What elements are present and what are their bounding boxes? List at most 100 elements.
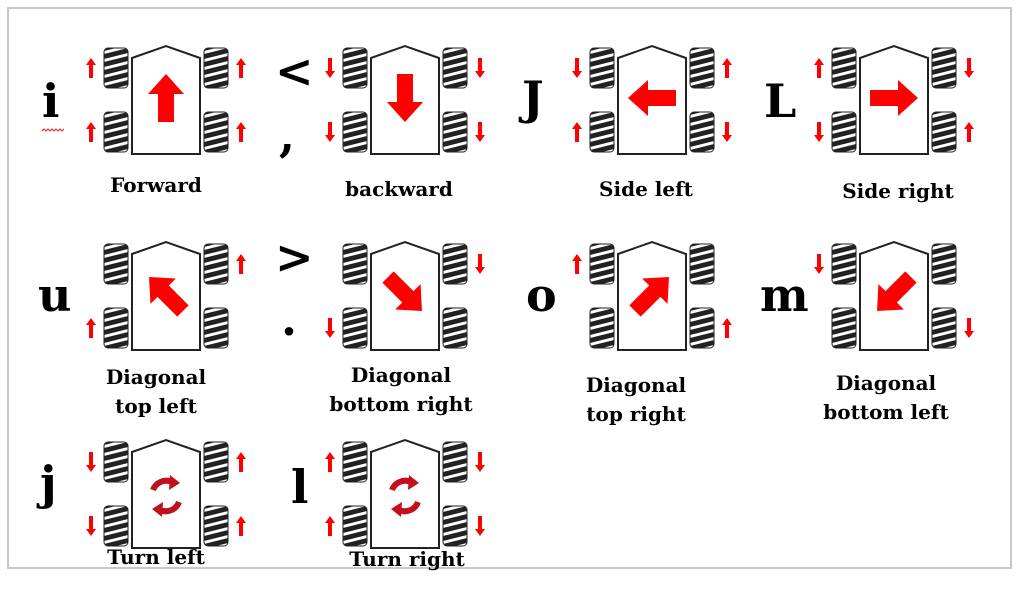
- key-label-alt: .: [281, 292, 298, 346]
- key-label: L: [764, 74, 797, 128]
- robot-chassis-icon: [804, 236, 984, 356]
- wheel-rear-right: [689, 307, 715, 349]
- diagram-diagonal-bottom-right: > . Diagonal bottom right: [275, 230, 505, 416]
- wheel-rear-left: [342, 505, 368, 547]
- key-label: J: [522, 71, 544, 125]
- rotate-icon: [389, 475, 421, 517]
- wheel-front-right: [442, 441, 468, 483]
- wheel-arrow-front-right-icon: [236, 452, 246, 472]
- diagram-diagonal-bottom-left: m Diagonal bottom left: [760, 236, 994, 424]
- wheel-arrow-rear-right-icon: [722, 122, 732, 142]
- diagram-turn-left: j Turn left: [36, 434, 266, 614]
- caption-line-1: Turn left: [107, 545, 205, 569]
- wheel-arrow-rear-right-icon: [236, 122, 246, 142]
- wheel-front-left: [342, 441, 368, 483]
- motion-arrow-icon: [870, 80, 918, 116]
- wheel-rear-left: [831, 111, 857, 153]
- wheel-front-right: [203, 47, 229, 89]
- motion-arrow-icon: [877, 271, 917, 311]
- wheel-arrow-front-left-icon: [325, 58, 335, 78]
- wheel-arrow-rear-right-icon: [964, 122, 974, 142]
- diagram-side-right: L Side right: [764, 40, 994, 220]
- wheel-rear-right: [203, 505, 229, 547]
- wheel-arrow-rear-right-icon: [475, 516, 485, 536]
- robot-chassis-icon: [76, 236, 256, 356]
- wheel-front-left: [103, 441, 129, 483]
- diagram-backward: < , backward: [275, 40, 505, 220]
- diagram-frame: [7, 7, 1012, 569]
- wheel-arrow-front-right-icon: [475, 58, 485, 78]
- wheel-front-left: [103, 243, 129, 285]
- wheel-rear-right: [203, 111, 229, 153]
- wheel-arrow-front-left-icon: [572, 254, 582, 274]
- motion-arrow-icon: [628, 80, 676, 116]
- robot-chassis-icon: [315, 40, 495, 160]
- wheel-rear-left: [103, 307, 129, 349]
- robot-chassis-icon: [76, 434, 256, 554]
- wheel-rear-left: [589, 111, 615, 153]
- wheel-arrow-rear-left-icon: [86, 318, 96, 338]
- wheel-rear-left: [103, 505, 129, 547]
- diagram-diagonal-top-right: o Diagonal top right: [522, 236, 752, 426]
- wheel-arrow-front-left-icon: [572, 58, 582, 78]
- wheel-arrow-rear-left-icon: [86, 516, 96, 536]
- wheel-rear-right: [203, 307, 229, 349]
- robot-chassis-icon: [562, 236, 742, 356]
- robot-chassis-icon: [804, 40, 984, 160]
- key-label: >: [275, 230, 314, 284]
- key-label: u: [38, 268, 72, 322]
- wheel-arrow-rear-left-icon: [325, 318, 335, 338]
- wheel-rear-right: [931, 111, 957, 153]
- wheel-rear-left: [103, 111, 129, 153]
- rotate-icon: [150, 475, 182, 517]
- wheel-front-left: [342, 47, 368, 89]
- caption-line-2: bottom left: [823, 400, 949, 424]
- wheel-arrow-rear-right-icon: [475, 122, 485, 142]
- wheel-arrow-front-right-icon: [722, 58, 732, 78]
- key-label-alt: ,: [279, 108, 296, 162]
- key-label: m: [760, 268, 809, 322]
- wheel-front-left: [831, 47, 857, 89]
- caption-line-1: Side left: [599, 177, 693, 201]
- wheel-arrow-rear-right-icon: [236, 516, 246, 536]
- wheel-arrow-rear-left-icon: [572, 122, 582, 142]
- wheel-front-right: [442, 243, 468, 285]
- wheel-rear-left: [342, 307, 368, 349]
- key-label: i: [42, 74, 60, 128]
- robot-chassis-icon: [315, 434, 495, 554]
- key-label: o: [526, 268, 557, 322]
- wheel-front-right: [203, 441, 229, 483]
- wheel-arrow-front-left-icon: [86, 58, 96, 78]
- wheel-arrow-rear-left-icon: [325, 516, 335, 536]
- robot-chassis-icon: [315, 236, 495, 356]
- diagram-forward: i Forward: [36, 40, 266, 220]
- caption-line-1: Turn right: [349, 547, 465, 571]
- wheel-rear-left: [589, 307, 615, 349]
- wheel-front-left: [589, 47, 615, 89]
- motion-arrow-icon: [382, 271, 422, 311]
- motion-arrow-icon: [149, 277, 189, 317]
- caption-line-1: Forward: [110, 173, 202, 197]
- wheel-front-right: [203, 243, 229, 285]
- wheel-arrow-front-right-icon: [475, 452, 485, 472]
- caption-line-2: bottom right: [329, 392, 473, 416]
- diagram-side-left: J Side left: [522, 40, 752, 220]
- caption-line-1: Diagonal: [835, 371, 937, 395]
- wheel-front-left: [589, 243, 615, 285]
- wheel-arrow-front-left-icon: [325, 452, 335, 472]
- wheel-arrow-front-left-icon: [814, 254, 824, 274]
- wheel-arrow-rear-left-icon: [814, 122, 824, 142]
- spellcheck-underline: [41, 118, 65, 132]
- wheel-front-left: [831, 243, 857, 285]
- motion-arrow-icon: [387, 74, 423, 122]
- wheel-rear-left: [831, 307, 857, 349]
- wheel-arrow-front-right-icon: [964, 58, 974, 78]
- caption-line-2: top right: [586, 402, 686, 426]
- wheel-front-right: [931, 243, 957, 285]
- wheel-rear-right: [442, 307, 468, 349]
- wheel-arrow-front-left-icon: [814, 58, 824, 78]
- wheel-front-right: [931, 47, 957, 89]
- wheel-arrow-rear-right-icon: [964, 318, 974, 338]
- wheel-front-left: [103, 47, 129, 89]
- wheel-arrow-rear-left-icon: [86, 122, 96, 142]
